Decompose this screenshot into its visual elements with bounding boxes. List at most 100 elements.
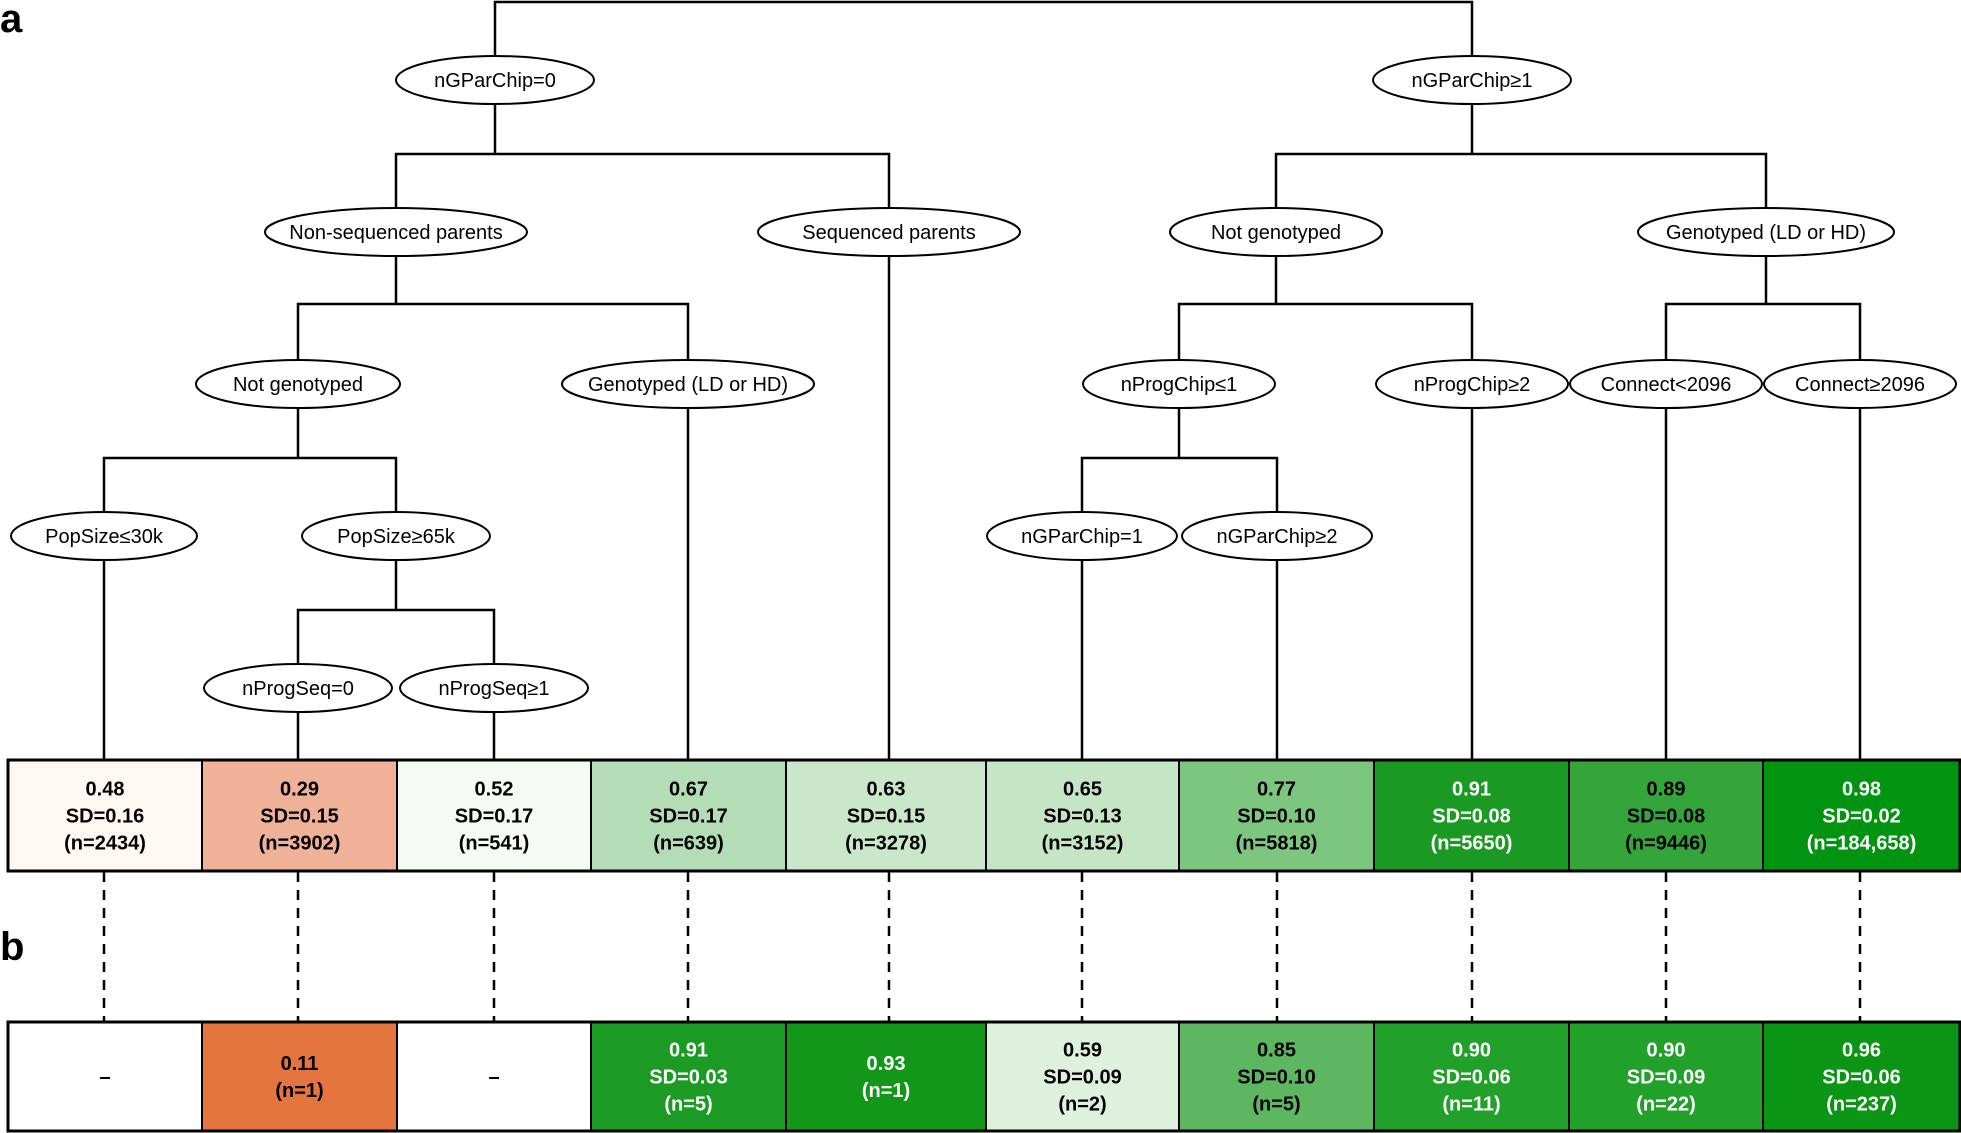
node-ngparchip-ge2: nGParChip≥2 [1181, 511, 1373, 561]
result-cell-text: 0.93 [867, 1053, 906, 1075]
result-cell-text: 0.48 [86, 779, 125, 801]
result-cell-text: 0.65 [1063, 779, 1102, 801]
result-cell-text: 0.91 [669, 1040, 708, 1062]
result-cell-text: 0.91 [1452, 779, 1491, 801]
result-cell-text: SD=0.15 [260, 806, 338, 828]
node-label: Non-sequenced parents [289, 222, 502, 244]
result-cell-text: SD=0.08 [1432, 806, 1510, 828]
result-cell-text: – [488, 1067, 499, 1089]
node-ellipse [1637, 207, 1895, 257]
node-ngparchip-0: nGParChip=0 [395, 55, 595, 105]
node-label: nProgSeq=0 [242, 678, 354, 700]
result-cell-text: (n=22) [1636, 1094, 1695, 1116]
node-ellipse [399, 663, 589, 713]
result-cell-text: 0.59 [1063, 1040, 1102, 1062]
result-cell-text: (n=639) [653, 833, 724, 855]
node-label: PopSize≤30k [45, 526, 164, 548]
result-cell-fill [396, 1021, 592, 1132]
node-ellipse [1181, 511, 1373, 561]
node-ngparchip-ge1: nGParChip≥1 [1372, 55, 1572, 105]
node-not-genotyped-left: Not genotyped [195, 359, 401, 409]
result-cell-text: 0.89 [1647, 779, 1686, 801]
node-ellipse [395, 55, 595, 105]
node-connect-lt-2096: Connect<2096 [1569, 359, 1763, 409]
result-cell-text: 0.67 [669, 779, 708, 801]
node-ellipse [1763, 359, 1957, 409]
result-cell-text: SD=0.08 [1627, 806, 1705, 828]
node-popsize-le-30k: PopSize≤30k [10, 511, 198, 561]
node-label: Not genotyped [233, 374, 363, 396]
result-cell-text: 0.90 [1647, 1040, 1686, 1062]
result-row-a: 0.48SD=0.16(n=2434)0.29SD=0.15(n=3902)0.… [7, 759, 1961, 872]
node-ellipse [561, 359, 815, 409]
node-label: nGParChip=1 [1021, 526, 1143, 548]
node-ellipse [195, 359, 401, 409]
result-cell-text: SD=0.10 [1237, 1067, 1315, 1089]
node-label: Genotyped (LD or HD) [588, 374, 788, 396]
result-cell: 0.11 (n=1) [201, 1021, 398, 1132]
result-cell-text: (n=2434) [64, 833, 146, 855]
panel-label-a: a [0, 0, 23, 41]
tree-nodes: nGParChip=0 nGParChip≥1 Non-sequenced pa… [10, 55, 1957, 713]
result-cell-text: 0.77 [1257, 779, 1296, 801]
node-non-sequenced-parents: Non-sequenced parents [264, 207, 528, 257]
node-label: PopSize≥65k [337, 526, 456, 548]
dashed-connectors [102, 872, 1862, 1022]
result-cell-text: (n=184,658) [1807, 833, 1917, 855]
node-nprogchip-ge2: nProgChip≥2 [1375, 359, 1569, 409]
node-ellipse [1375, 359, 1569, 409]
result-cell-fill [785, 1021, 987, 1132]
result-cell-text: 0.29 [280, 779, 319, 801]
result-cell: 0.93 (n=1) [785, 1021, 987, 1132]
node-ellipse [301, 511, 491, 561]
node-label: nProgSeq≥1 [438, 678, 549, 700]
result-cell-text: (n=541) [459, 833, 530, 855]
result-cell-text: (n=1) [862, 1080, 910, 1102]
node-ellipse [203, 663, 393, 713]
result-cell-text: (n=5) [664, 1094, 712, 1116]
result-cell-text: (n=1) [275, 1080, 323, 1102]
result-cell-fill [201, 1021, 398, 1132]
node-ellipse [1169, 207, 1383, 257]
result-cell-text: SD=0.16 [66, 806, 144, 828]
result-cell-fill [1373, 759, 1570, 872]
result-cell-text: SD=0.06 [1432, 1067, 1510, 1089]
result-cell-text: (n=5818) [1236, 833, 1318, 855]
result-cell-text: SD=0.10 [1237, 806, 1315, 828]
result-cell-text: (n=11) [1442, 1094, 1500, 1116]
node-ellipse [1082, 359, 1276, 409]
node-label: Connect<2096 [1601, 374, 1732, 396]
result-cell-text: SD=0.15 [847, 806, 925, 828]
result-cell-fill [590, 759, 787, 872]
node-label: nProgChip≥2 [1414, 374, 1531, 396]
result-cell-text: (n=3902) [259, 833, 341, 855]
result-cell-text: SD=0.09 [1627, 1067, 1705, 1089]
result-cell-fill [7, 1021, 203, 1132]
result-cell-fill [985, 1021, 1180, 1132]
node-sequenced-parents: Sequenced parents [757, 207, 1021, 257]
result-cell: – [396, 1021, 592, 1132]
node-nprogseq-ge1: nProgSeq≥1 [399, 663, 589, 713]
row-b-frame [6, 1020, 1961, 1133]
node-label: Not genotyped [1211, 222, 1341, 244]
result-cell-text: (n=5) [1252, 1094, 1300, 1116]
node-label: Genotyped (LD or HD) [1666, 222, 1866, 244]
result-cell-fill [1178, 1021, 1375, 1132]
result-cell-text: (n=2) [1058, 1094, 1106, 1116]
node-label: nProgChip≤1 [1121, 374, 1238, 396]
result-cell-text: 0.63 [867, 779, 906, 801]
result-cell-text: 0.90 [1452, 1040, 1491, 1062]
result-cell-text: – [99, 1067, 110, 1089]
result-cell-text: 0.11 [281, 1053, 319, 1075]
